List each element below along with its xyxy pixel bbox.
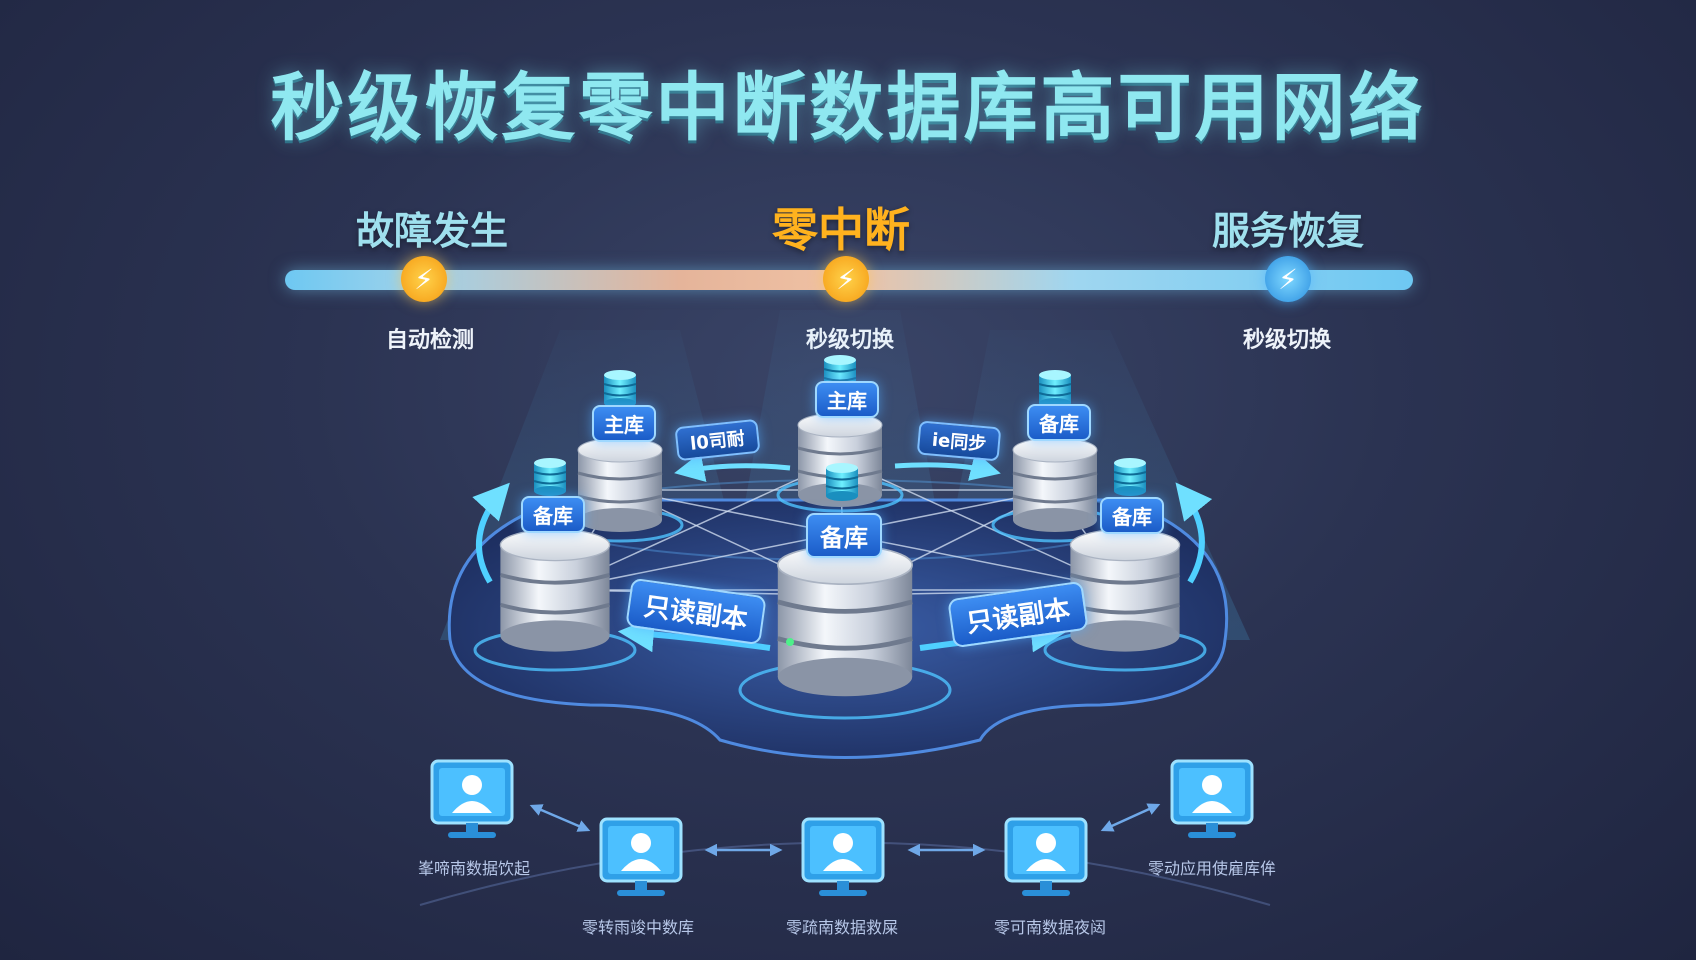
database-left [498,527,612,654]
tag-center-standby: 备库 [806,513,882,558]
stage-label-zero-interrupt: 零中断 [772,203,910,257]
page-title: 秒级恢复零中断数据库高可用网络 [270,65,1426,151]
stage-sub-detect: 自动检测 [386,328,475,353]
lightning-icon: ⚡ [1265,256,1311,302]
database-top-left [576,436,664,534]
tag-top-right-standby: 备库 [1027,404,1091,441]
tag-left-standby: 备库 [521,496,585,533]
stage-label-recovery: 服务恢复 [1212,209,1365,253]
client-caption: 零可南数据夜闼 [994,918,1107,937]
tag-top-left-primary: 主库 [592,405,656,442]
database-right [1068,527,1182,654]
tag-top-center-primary: 主库 [815,381,879,418]
client-caption: 峯啼南数据饮起 [418,859,531,878]
client-caption: 零动应用使雇库侔 [1148,859,1277,878]
sync-tag-right: ie同步 [916,420,1002,462]
database-top-right [1011,436,1099,534]
client-caption: 零疏南数据救屎 [786,918,899,937]
database-center [778,546,912,696]
lightning-icon: ⚡ [401,256,447,302]
stage-sub-switch-2: 秒级切换 [1243,328,1332,353]
stage-label-failure: 故障发生 [356,209,509,253]
client-caption: 零转雨竣中数库 [582,918,695,937]
lightning-icon: ⚡ [823,256,869,302]
tag-right-standby: 备库 [1100,497,1164,534]
